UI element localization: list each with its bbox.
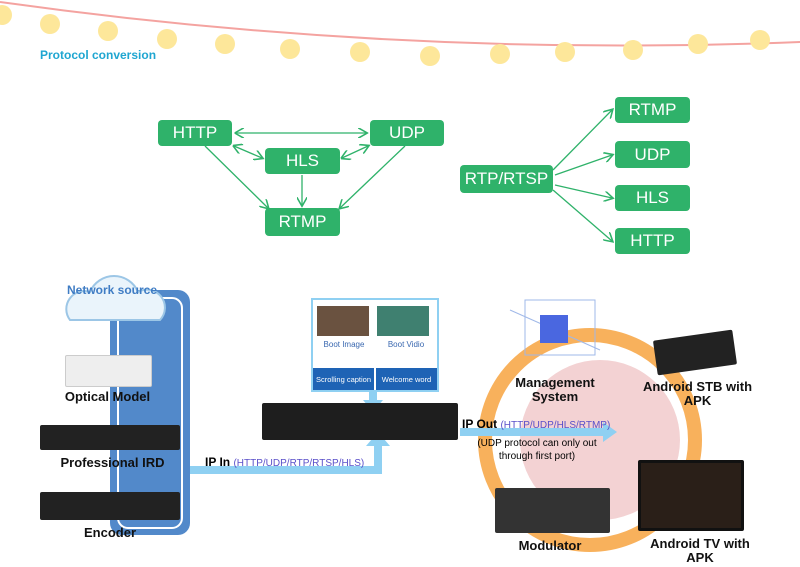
ip-out-note: (UDP protocol can only out through first… [462,437,612,463]
protocol-hls: HLS [265,148,340,174]
network-source-cloud: Network source [66,283,158,297]
page-title: Protocol conversion [40,48,157,62]
boot-panel: Boot Image Boot Vidio Scrolling caption … [311,298,439,392]
optical-model-label: Optical Model [64,389,151,404]
encoder-label: Encoder [83,525,136,540]
ip-in-label: IP In (HTTP/UDP/RTP/RTSP/HLS) [205,455,364,469]
welcome-word-label: Welcome word [376,368,437,390]
optical-model-device [65,355,152,387]
boot-image-thumb [317,306,369,336]
boot-video-label: Boot Vidio [387,340,425,349]
ip-out-protocols: (HTTP/UDP/HLS/RTMP) [500,420,611,431]
android-tv-device [638,460,744,531]
android-tv-label: Android TV with APK [650,536,750,565]
ip-in-title: IP In [205,455,231,469]
modulator-device [495,488,610,533]
ip-out-note-line2: through first port) [498,451,576,462]
protocol-rtmp: RTMP [265,208,340,236]
ird-device [40,425,180,450]
main-gateway-device [262,403,458,440]
protocol-http: HTTP [158,120,232,146]
string-lights-decoration [0,1,800,66]
target-udp: UDP [615,141,690,168]
ip-in-protocols: (HTTP/UDP/RTP/RTSP/HLS) [233,458,365,469]
target-http: HTTP [615,228,690,254]
modulator-label: Modulator [518,538,582,553]
boot-image-label: Boot Image [323,340,365,349]
encoder-device [40,492,180,520]
android-stb-label: Android STB with APK [642,379,753,408]
ird-label: Professional IRD [60,455,165,470]
target-hls: HLS [615,185,690,211]
ip-out-note-line1: (UDP protocol can only out [477,438,597,449]
management-system-label: Management System [515,375,595,404]
protocol-udp: UDP [370,120,444,146]
protocol-arrows [204,0,800,260]
ip-out-label: IP Out (HTTP/UDP/HLS/RTMP) [462,417,610,431]
ip-out-title: IP Out [462,417,498,431]
protocol-rtp-rtsp: RTP/RTSP [460,165,553,193]
scrolling-caption-label: Scrolling caption [313,368,374,390]
target-rtmp: RTMP [615,97,690,123]
boot-video-thumb [377,306,429,336]
